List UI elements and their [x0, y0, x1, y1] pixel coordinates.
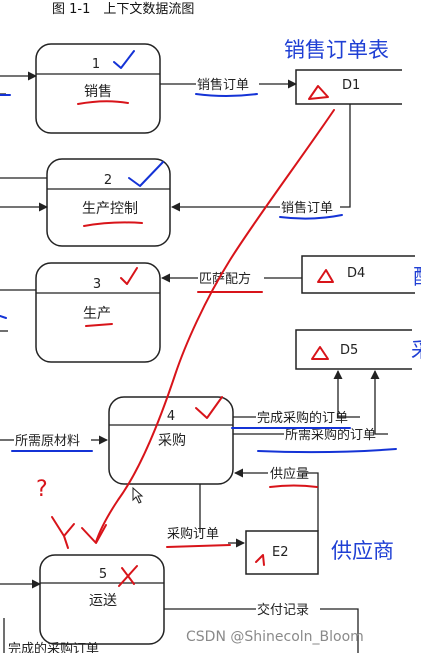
- mouse-cursor-icon: [132, 486, 144, 504]
- flow-line: [320, 608, 359, 653]
- process-name: 采购: [158, 433, 186, 449]
- red-cross-mark: [118, 565, 138, 587]
- red-triangle-mark: [317, 269, 334, 283]
- process-5-delivery: 5 运送: [39, 554, 165, 645]
- red-underline: [166, 544, 231, 548]
- process-name: 生产: [83, 306, 111, 322]
- flow-label: 所需原材料: [15, 434, 80, 449]
- process-number: 4: [167, 409, 175, 424]
- annotation-d4-partial: 配: [413, 265, 421, 289]
- store-id: D4: [347, 266, 365, 281]
- flow-label: 完成采购的订单: [257, 410, 348, 426]
- red-arrowhead: [81, 524, 107, 544]
- store-id: D1: [342, 78, 360, 93]
- process-name: 销售: [84, 84, 112, 100]
- flow-label: 所需采购的订单: [285, 427, 376, 443]
- blue-underline: [279, 214, 343, 220]
- flow-line: [303, 472, 319, 531]
- flow-label: 供应量: [270, 466, 309, 482]
- process-3-production: 3 生产: [35, 262, 161, 363]
- annotation-supplier: 供应商: [331, 539, 394, 563]
- blue-check-mark: [113, 50, 135, 69]
- flow-arrow: [370, 370, 388, 435]
- red-underline: [85, 323, 113, 327]
- flow-label: 交付记录: [257, 602, 309, 618]
- blue-underline: [195, 93, 258, 97]
- process-number: 5: [99, 567, 107, 582]
- process-1-sales: 1 销售: [35, 43, 161, 134]
- red-check-mark: [120, 267, 138, 285]
- flow-line: [340, 104, 351, 208]
- process-2-production-control: 2 生产控制: [46, 158, 171, 247]
- flow-label: 采购订单: [167, 526, 219, 542]
- flow-label-cropped: 完成的采购订单: [8, 641, 99, 653]
- blue-underline: [0, 315, 7, 319]
- flow-label: 销售订单: [197, 77, 249, 93]
- entity-id: E2: [272, 545, 289, 560]
- external-entity-e2: E2: [245, 530, 319, 575]
- process-number: 3: [93, 277, 101, 292]
- annotation-d1-name: 销售订单表: [284, 38, 389, 62]
- red-triangle-mark: [311, 346, 329, 360]
- annotation-d5-partial: 采: [411, 338, 421, 362]
- annotation-question-mark: ?: [36, 477, 48, 502]
- red-triangle-mark: [308, 85, 329, 100]
- blue-underline: [257, 448, 397, 454]
- red-arrow-left: [51, 516, 75, 549]
- red-underline: [77, 100, 129, 105]
- blue-check-mark: [128, 161, 164, 187]
- process-4-purchasing: 4 采购: [108, 396, 234, 485]
- watermark: CSDN @Shinecoln_Bloom: [186, 629, 364, 645]
- flow-label: 销售订单: [281, 200, 333, 216]
- red-check-mark: [195, 396, 223, 419]
- figure-caption: 图 1-1 上下文数据流图: [52, 2, 194, 17]
- red-underline: [83, 221, 143, 227]
- flow-label: 匹萨配方: [199, 271, 251, 287]
- red-tick-mark: [255, 554, 265, 566]
- red-connector-curve: [95, 109, 335, 543]
- data-store-d4: D4: [301, 255, 415, 294]
- store-id: D5: [340, 343, 358, 358]
- data-store-d5: D5: [295, 329, 412, 370]
- red-underline: [269, 484, 318, 488]
- process-number: 1: [92, 57, 100, 72]
- process-number: 2: [104, 173, 112, 188]
- process-name: 运送: [89, 593, 117, 609]
- flow-arrow: [333, 370, 360, 418]
- process-name: 生产控制: [82, 201, 138, 217]
